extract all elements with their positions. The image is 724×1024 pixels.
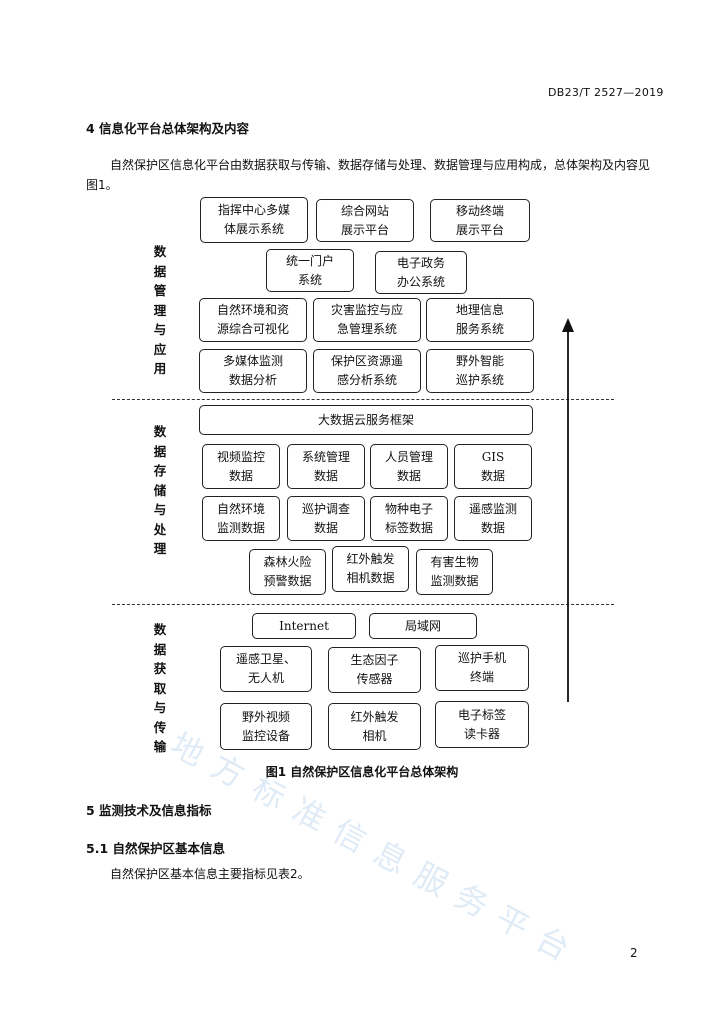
layer-label-acquisition: 数据获取与传输	[153, 622, 167, 754]
box-lan: 局域网	[369, 613, 477, 639]
box-patrol-data: 巡护调查 数据	[287, 496, 365, 541]
box-remote-sensing-analysis: 保护区资源遥 感分析系统	[313, 349, 421, 393]
layer-label-storage: 数据存储与处理	[153, 424, 167, 556]
box-patrol-system: 野外智能 巡护系统	[426, 349, 534, 393]
box-camera-trap: 红外触发 相机	[328, 703, 421, 750]
box-environment-data: 自然环境 监测数据	[202, 496, 280, 541]
box-e-government: 电子政务 办公系统	[375, 251, 467, 294]
box-satellite-uav: 遥感卫星、 无人机	[220, 646, 312, 692]
box-website-platform: 综合网站 展示平台	[316, 199, 414, 242]
box-remote-sensing-data: 遥感监测 数据	[454, 496, 532, 541]
upward-arrow-icon	[562, 318, 574, 702]
box-command-center-display: 指挥中心多媒 体展示系统	[200, 197, 308, 243]
box-camera-trap-data: 红外触发 相机数据	[332, 546, 409, 592]
watermark: 地方标准信息服务平台	[164, 725, 589, 975]
box-personnel-data: 人员管理 数据	[370, 444, 448, 489]
box-multimedia-analysis: 多媒体监测 数据分析	[199, 349, 307, 393]
box-patrol-phone: 巡护手机 终端	[435, 645, 529, 691]
box-system-data: 系统管理 数据	[287, 444, 365, 489]
layer-label-management: 数据管理与应用	[153, 244, 167, 376]
section-4-heading: 4 信息化平台总体架构及内容	[86, 121, 250, 136]
page-number: 2	[630, 946, 638, 960]
box-gis-data: GIS 数据	[454, 444, 532, 489]
layer-divider	[112, 399, 614, 400]
box-disaster-management: 灾害监控与应 急管理系统	[313, 298, 421, 342]
box-big-data-cloud: 大数据云服务框架	[199, 405, 533, 435]
box-eco-sensor: 生态因子 传感器	[328, 647, 421, 693]
box-video-data: 视频监控 数据	[202, 444, 280, 489]
box-fire-warning-data: 森林火险 预警数据	[249, 549, 326, 595]
box-environment-visualization: 自然环境和资 源综合可视化	[199, 298, 307, 342]
section-5-1-paragraph: 自然保护区基本信息主要指标见表2。	[110, 867, 310, 881]
box-tag-reader: 电子标签 读卡器	[435, 701, 529, 748]
box-internet: Internet	[252, 613, 356, 639]
document-id: DB23/T 2527—2019	[548, 86, 664, 99]
figure-caption: 图1 自然保护区信息化平台总体架构	[265, 765, 459, 779]
layer-divider	[112, 604, 614, 605]
box-pest-data: 有害生物 监测数据	[416, 549, 493, 595]
box-gis-service: 地理信息 服务系统	[426, 298, 534, 342]
section-4-paragraph: 自然保护区信息化平台由数据获取与传输、数据存储与处理、数据管理与应用构成，总体架…	[86, 158, 651, 192]
section-5-heading: 5 监测技术及信息指标	[86, 803, 212, 818]
section-5-1-heading: 5.1 自然保护区基本信息	[86, 841, 225, 856]
box-species-tag-data: 物种电子 标签数据	[370, 496, 448, 541]
box-unified-portal: 统一门户 系统	[266, 249, 354, 292]
box-field-video: 野外视频 监控设备	[220, 703, 312, 750]
box-mobile-platform: 移动终端 展示平台	[430, 199, 530, 242]
